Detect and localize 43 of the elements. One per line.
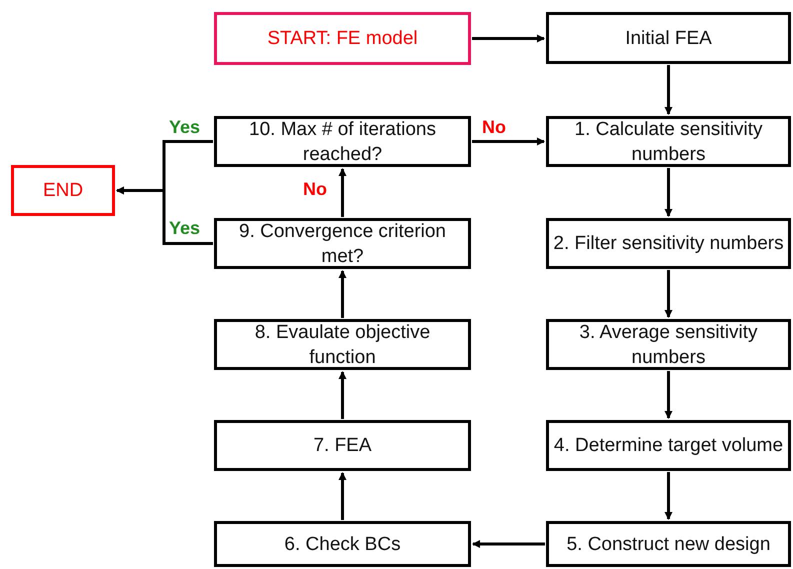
node-label: Initial FEA bbox=[625, 26, 712, 50]
process-box bbox=[546, 521, 791, 567]
node-label: 1. Calculate sensitivity numbers bbox=[574, 118, 764, 166]
arrow bbox=[472, 34, 545, 42]
edge-label: No bbox=[303, 180, 327, 198]
node-label: 7. FEA bbox=[313, 434, 372, 458]
end-box bbox=[11, 165, 115, 216]
arrow bbox=[664, 472, 672, 520]
process-box bbox=[546, 116, 791, 167]
process-box bbox=[546, 420, 791, 471]
edge-label: Yes bbox=[169, 118, 200, 136]
process-box bbox=[214, 116, 471, 167]
process-box bbox=[214, 319, 471, 370]
node-label: 3. Average sensitivity numbers bbox=[578, 320, 759, 370]
arrow bbox=[472, 138, 545, 146]
node-label: 10. Max # of iterations reached? bbox=[248, 118, 437, 166]
node-label: 6. Check BCs bbox=[284, 532, 401, 556]
arrow bbox=[664, 65, 672, 115]
arrow bbox=[116, 186, 213, 245]
arrow bbox=[472, 540, 545, 548]
process-box bbox=[214, 420, 471, 471]
node-label: 9. Convergence criterion met? bbox=[238, 220, 447, 268]
process-box bbox=[546, 218, 791, 269]
node-label: 5. Construct new design bbox=[566, 532, 770, 556]
arrow bbox=[338, 270, 346, 318]
arrow bbox=[664, 371, 672, 419]
start-box bbox=[214, 12, 471, 65]
process-box bbox=[214, 521, 471, 567]
edge-label: No bbox=[482, 118, 506, 136]
node-label: END bbox=[42, 179, 84, 203]
node-label: 8. Evaulate objective function bbox=[254, 320, 432, 370]
node-label: START: FE model bbox=[267, 27, 418, 51]
edge-label: Yes bbox=[169, 219, 200, 237]
arrow bbox=[338, 371, 346, 419]
process-box bbox=[214, 218, 471, 269]
node-label: 4. Determine target volume bbox=[554, 434, 784, 458]
process-box bbox=[546, 12, 791, 64]
arrow bbox=[338, 472, 346, 520]
process-box bbox=[546, 319, 791, 370]
arrow bbox=[664, 168, 672, 217]
arrow bbox=[664, 270, 672, 318]
node-label: 2. Filter sensitivity numbers bbox=[553, 232, 784, 256]
arrow bbox=[338, 168, 346, 217]
